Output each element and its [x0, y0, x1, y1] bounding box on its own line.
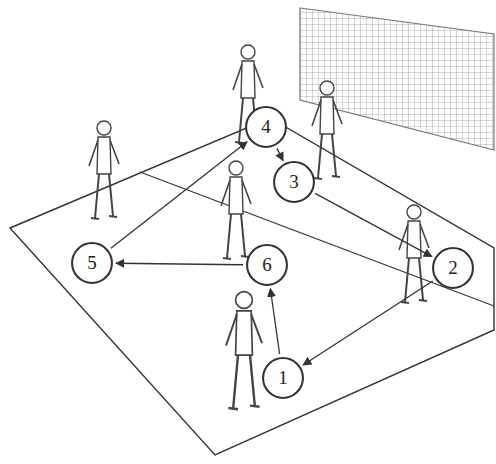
- position-number: 2: [431, 246, 475, 290]
- position-circle: 1: [261, 356, 305, 400]
- player-figure: [312, 81, 342, 179]
- rotation-arrow: [303, 281, 433, 365]
- position-circle: 6: [245, 243, 289, 287]
- rotation-arrow: [111, 142, 247, 248]
- position-circle: 3: [272, 160, 316, 204]
- attack-line: [140, 172, 494, 306]
- player-figure: [221, 161, 251, 259]
- position-circle: 4: [244, 105, 288, 149]
- position-circle: 5: [70, 241, 114, 285]
- rotation-arrow: [277, 148, 283, 160]
- position-number: 5: [70, 241, 114, 285]
- player-figure: [399, 205, 429, 303]
- court-outline: [10, 118, 494, 455]
- rotation-arrow: [315, 193, 432, 256]
- position-number: 3: [272, 160, 316, 204]
- position-circle: 2: [431, 246, 475, 290]
- player-figure: [89, 121, 119, 219]
- player-figure: [226, 292, 262, 410]
- position-number: 6: [245, 243, 289, 287]
- rotation-arrow: [116, 263, 243, 264]
- position-number: 1: [261, 356, 305, 400]
- position-number: 4: [244, 105, 288, 149]
- rotation-arrow: [270, 289, 279, 354]
